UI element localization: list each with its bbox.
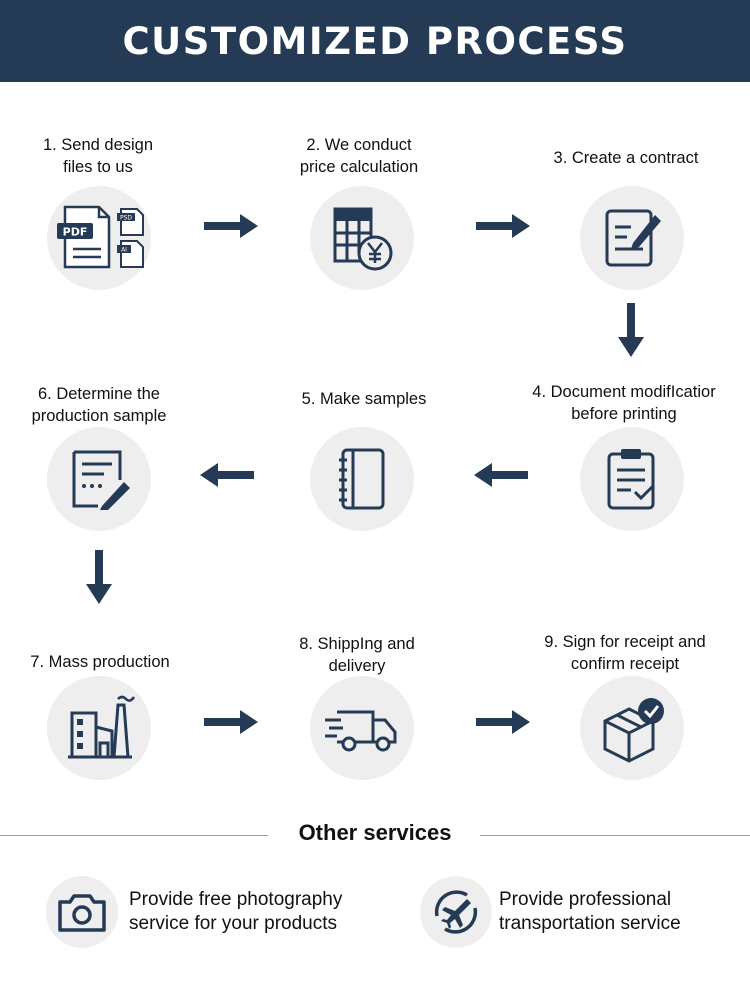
step-5-label: 5. Make samples — [301, 390, 427, 408]
airplane-icon — [434, 890, 478, 934]
step-2-label: 2. We conduct price calculation — [299, 136, 419, 176]
step-6-label: 6. Determine the production sample — [31, 385, 167, 425]
clipboard-check-icon — [607, 449, 655, 510]
arrow-down-icon — [618, 303, 644, 357]
psd-badge: PSD — [120, 215, 132, 222]
step-1-icon-circle: PDF PSD AI — [47, 186, 151, 290]
step-4-label: 4. Document modifIcatior before printing — [532, 383, 716, 423]
step-7-label: 7. Mass production — [30, 653, 170, 671]
pdf-badge: PDF — [63, 226, 88, 239]
service-1-text: Provide free photography service for you… — [129, 889, 343, 934]
step-9-label: 9. Sign for receipt and confirm receipt — [544, 633, 706, 673]
other-services-title: Other services — [298, 820, 452, 845]
price-calculation-icon — [333, 207, 393, 271]
divider-right — [480, 835, 750, 836]
factory-icon — [68, 695, 136, 759]
service-2-text: Provide professional transportation serv… — [499, 889, 681, 934]
arrow-left-icon — [474, 463, 528, 487]
step-4-icon-circle — [580, 427, 684, 531]
step-3-icon-circle — [580, 186, 684, 290]
package-check-icon — [603, 698, 664, 763]
file-formats-icon: PDF PSD AI — [57, 205, 144, 269]
notebook-icon — [339, 448, 385, 510]
divider-left — [0, 835, 268, 836]
arrow-right-icon — [204, 214, 258, 238]
arrow-down-icon — [86, 550, 112, 604]
step-1-label: 1. Send design files to us — [42, 136, 154, 176]
arrow-right-icon — [476, 214, 530, 238]
arrow-right-icon — [204, 710, 258, 734]
note-edit-icon — [72, 450, 130, 510]
step-7-icon-circle — [47, 676, 151, 780]
arrow-right-icon — [476, 710, 530, 734]
camera-icon — [58, 894, 106, 932]
page-header: CUSTOMIZED PROCESS — [0, 0, 750, 82]
step-9-icon-circle — [580, 676, 684, 780]
contract-icon — [605, 209, 661, 267]
arrow-left-icon — [200, 463, 254, 487]
step-8-icon-circle — [310, 676, 414, 780]
ai-badge: AI — [121, 247, 127, 254]
page-title: CUSTOMIZED PROCESS — [122, 19, 628, 63]
delivery-truck-icon — [325, 710, 397, 752]
step-2-icon-circle — [310, 186, 414, 290]
service-2-icon-circle — [420, 876, 492, 948]
step-8-label: 8. ShippIng and delivery — [299, 635, 415, 675]
step-5-icon-circle — [310, 427, 414, 531]
service-1-icon-circle — [46, 876, 118, 948]
step-6-icon-circle — [47, 427, 151, 531]
step-3-label: 3. Create a contract — [553, 149, 699, 167]
